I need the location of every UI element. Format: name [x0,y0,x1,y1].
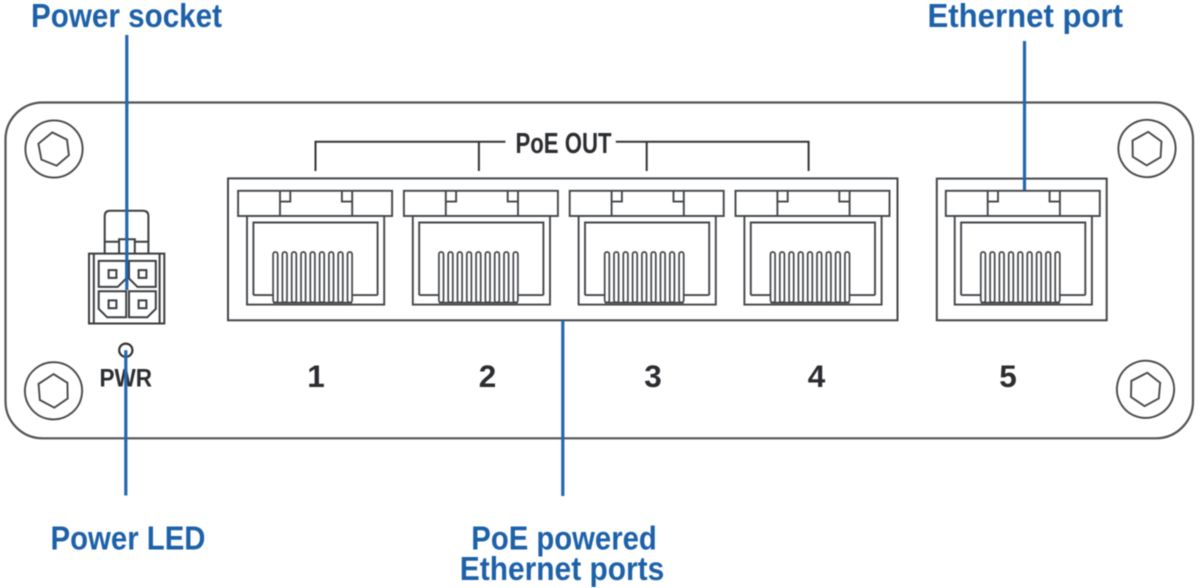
svg-text:Power socket: Power socket [31,0,222,34]
svg-text:1: 1 [307,358,325,394]
svg-text:3: 3 [644,358,662,394]
svg-text:Ethernet port: Ethernet port [928,0,1124,34]
svg-text:PoE OUT: PoE OUT [516,128,612,160]
svg-text:Power LED: Power LED [51,519,206,556]
svg-text:5: 5 [999,358,1017,394]
svg-text:4: 4 [808,358,826,394]
svg-text:Ethernet ports: Ethernet ports [460,550,665,587]
svg-text:2: 2 [479,358,497,394]
svg-text:PoE powered: PoE powered [471,520,657,557]
